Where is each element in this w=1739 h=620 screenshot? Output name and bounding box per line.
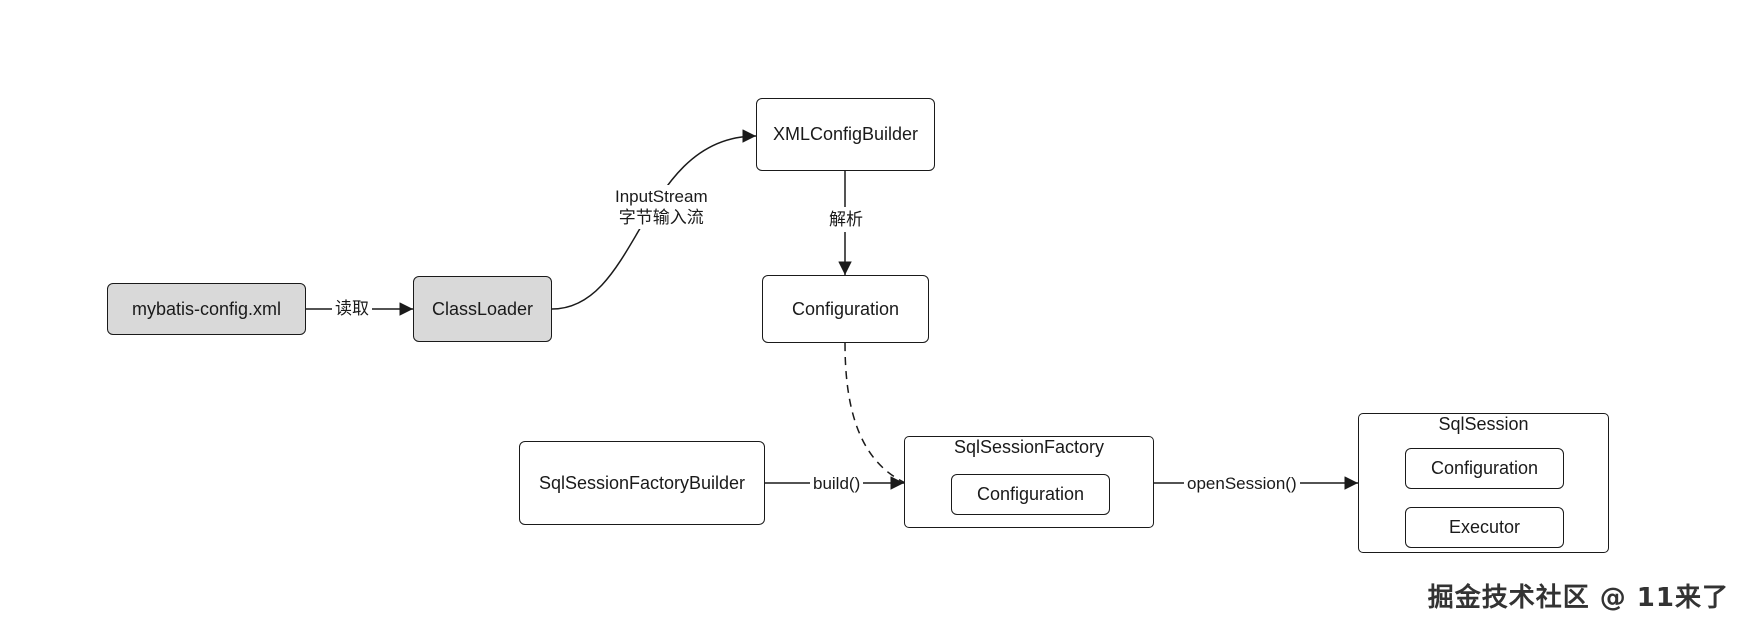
node-classloader: ClassLoader: [413, 276, 552, 342]
node-sqlsession-configuration: Configuration: [1405, 448, 1564, 489]
node-sqlsession-title: SqlSession: [1438, 414, 1529, 434]
edge-parse-label: 解析: [826, 207, 866, 232]
watermark: 掘金技术社区 @ 11来了: [1427, 583, 1729, 613]
node-sqlsessionfactorybuilder: SqlSessionFactoryBuilder: [519, 441, 765, 525]
edge-build-label: build(): [810, 473, 864, 494]
node-mybatis-config-label: mybatis-config.xml: [131, 298, 282, 319]
node-sqlsession: SqlSession Configuration Executor: [1358, 413, 1609, 553]
node-sqlsessionfactorybuilder-label: SqlSessionFactoryBuilder: [538, 472, 746, 493]
edge-open-session-label: openSession(): [1184, 473, 1300, 494]
node-xmlconfigbuilder-label: XMLConfigBuilder: [772, 124, 919, 144]
node-sqlsessionfactory-configuration-label: Configuration: [976, 484, 1085, 504]
node-xmlconfigbuilder: XMLConfigBuilder: [756, 98, 935, 171]
node-configuration: Configuration: [762, 275, 929, 343]
node-sqlsession-configuration-label: Configuration: [1430, 458, 1539, 478]
node-sqlsession-executor: Executor: [1405, 507, 1564, 548]
edge-read-label: 读取: [332, 298, 372, 319]
node-classloader-label: ClassLoader: [431, 298, 534, 319]
edge-config-dashed: [844, 342, 951, 500]
edge-inputstream-label: InputStream 字节输入流: [612, 185, 711, 229]
node-sqlsession-executor-label: Executor: [1448, 517, 1521, 537]
node-mybatis-config: mybatis-config.xml: [107, 283, 306, 335]
node-configuration-label: Configuration: [791, 298, 900, 319]
edge-inputstream-label-line1: InputStream: [615, 187, 708, 206]
node-sqlsessionfactory-configuration: Configuration: [951, 474, 1110, 515]
node-sqlsessionfactory: SqlSessionFactory Configuration: [904, 436, 1154, 528]
node-sqlsessionfactory-title: SqlSessionFactory: [953, 437, 1105, 457]
edge-inputstream-label-line2: 字节输入流: [618, 208, 704, 227]
